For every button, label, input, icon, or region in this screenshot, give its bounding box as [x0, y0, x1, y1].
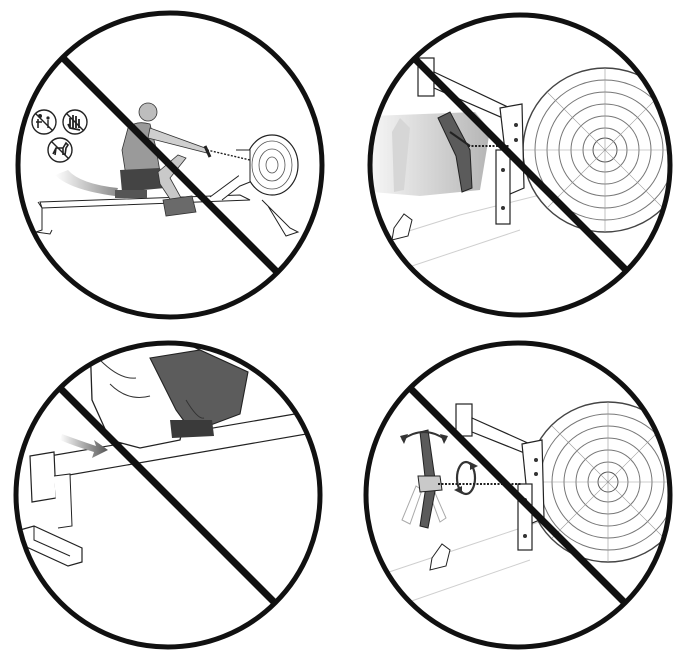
prohibition-slash [57, 385, 279, 607]
prohibition-slash [60, 55, 280, 275]
rowing-handle [417, 429, 443, 529]
fan-housing [527, 401, 670, 563]
panel-do-not-twist-handle [363, 340, 673, 650]
seated-leg [89, 343, 249, 449]
prohibition-slash [411, 55, 629, 273]
panel-do-not-release-handle [367, 12, 673, 318]
rotation-arrow-icon [454, 460, 478, 496]
motion-swoosh [55, 170, 118, 196]
ghost-handle [401, 485, 423, 525]
warning-circle [363, 340, 673, 650]
no-hand-icon [62, 109, 88, 135]
ghost-handle [392, 118, 410, 192]
handle [203, 145, 212, 158]
monorail [19, 409, 319, 567]
direction-arrow [60, 434, 108, 458]
monitor-arm [455, 403, 545, 551]
panel-keep-fingers-clear-of-seat [13, 340, 323, 650]
rowing-handle [437, 111, 473, 193]
rower-figure [115, 102, 208, 217]
child-restriction-icon [31, 109, 57, 135]
panel-keep-away-while-rowing [15, 10, 325, 320]
flywheel-housing [236, 134, 299, 196]
motion-blur-shading [372, 112, 490, 196]
warning-circle [15, 10, 325, 320]
rowing-machine-rail [35, 159, 300, 237]
prohibition-slash [407, 385, 629, 607]
warning-circle [13, 340, 323, 650]
warning-circle [367, 12, 673, 318]
no-pet-icon [47, 137, 73, 163]
